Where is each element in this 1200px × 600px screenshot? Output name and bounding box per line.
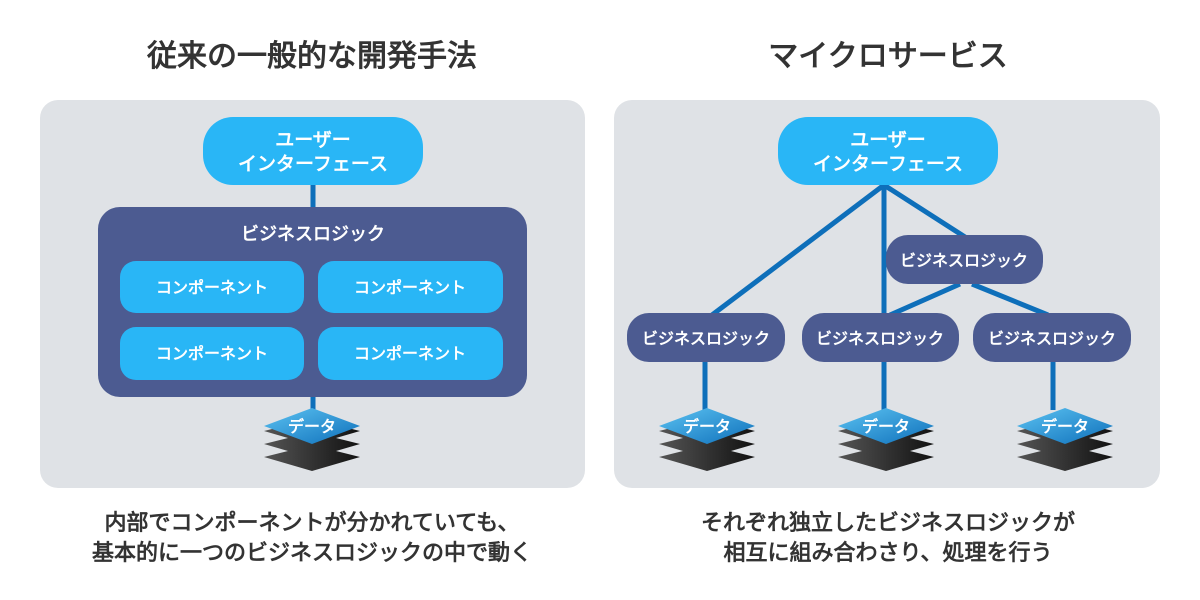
business-logic-label: ビジネスロジック: [988, 329, 1116, 348]
data-top-layer: [264, 408, 360, 444]
connectors: [702, 182, 1056, 410]
user-interface-node: ユーザー インターフェース: [203, 117, 423, 185]
data-stack-icon: データ: [264, 408, 360, 471]
data-label: データ: [1041, 417, 1089, 436]
ui-label-line2: インターフェース: [238, 153, 388, 175]
data-top-layer: [659, 408, 755, 444]
component-box: [120, 327, 304, 380]
left-caption-line1: 内部でコンポーネントが分かれていても、: [105, 510, 520, 536]
data-label: データ: [862, 417, 910, 436]
data-top-layer: [1017, 408, 1113, 444]
left-title: 従来の一般的な開発手法: [146, 39, 477, 74]
business-logic-label: ビジネスロジック: [642, 329, 770, 348]
user-interface-node: ユーザー インターフェース: [778, 117, 998, 185]
ui-label-line1: ユーザー: [850, 129, 926, 151]
right-panel: [614, 100, 1160, 488]
component-box: [120, 261, 304, 313]
business-logic-node: ビジネスロジック: [886, 235, 1043, 284]
component-label: コンポーネント: [354, 344, 466, 363]
business-logic-label: ビジネスロジック: [816, 329, 944, 348]
component-label: コンポーネント: [156, 344, 268, 363]
component-label: コンポーネント: [156, 278, 268, 297]
left-caption-line2: 基本的に一つのビジネスロジックの中で動く: [92, 540, 532, 566]
ui-label-line1: ユーザー: [275, 129, 351, 151]
data-top-layer: [838, 408, 934, 444]
business-logic-node: ビジネスロジック: [627, 313, 785, 362]
business-logic-container: ビジネスロジック コンポーネント コンポーネント コンポーネント コンポーネント: [98, 207, 527, 397]
right-caption-line2: 相互に組み合わさり、処理を行う: [723, 540, 1052, 566]
component-box: [318, 327, 503, 380]
data-label: データ: [288, 417, 336, 436]
right-title: マイクロサービス: [768, 39, 1007, 74]
business-logic-node: ビジネスロジック: [973, 313, 1131, 362]
business-logic-node: ビジネスロジック: [802, 313, 959, 362]
business-logic-label: ビジネスロジック: [241, 224, 385, 245]
data-stack-icon: データ: [1017, 408, 1113, 471]
data-label: データ: [683, 417, 731, 436]
ui-label-line2: インターフェース: [813, 153, 963, 175]
component-box: [318, 261, 503, 313]
data-stack-icon: データ: [659, 408, 755, 471]
business-logic-label: ビジネスロジック: [900, 251, 1028, 270]
component-label: コンポーネント: [354, 278, 466, 297]
data-stack-icon: データ: [838, 408, 934, 471]
right-caption-line1: それぞれ独立したビジネスロジックが: [701, 510, 1075, 536]
